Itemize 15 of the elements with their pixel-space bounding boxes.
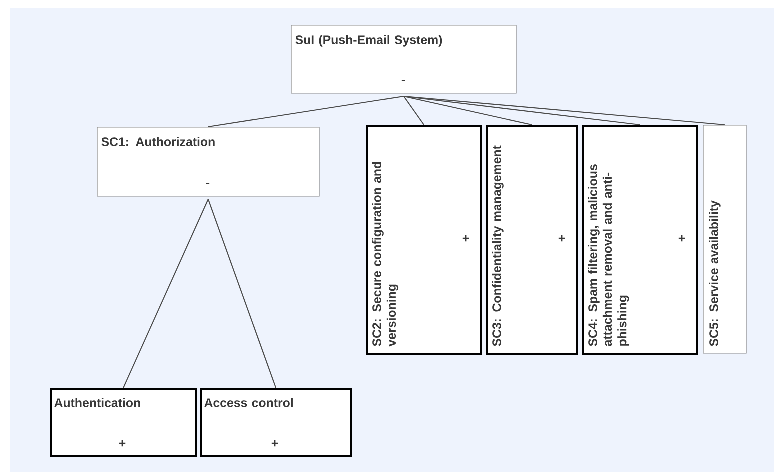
connector-line — [208, 96, 404, 128]
connector-line — [208, 199, 277, 388]
connector-line — [404, 96, 532, 126]
connector-line — [123, 199, 209, 388]
feature-box: Authentication + — [50, 388, 198, 458]
feature-box: SC3: Confidentiality management + — [486, 125, 578, 356]
connector-line — [404, 96, 640, 126]
connector-line — [404, 96, 725, 126]
feature-box: SC1: Authorization - — [97, 127, 320, 197]
feature-box: SC4: Spam filtering, malicious attachment removal and anti-phishing + — [582, 125, 698, 356]
feature-box: SuI (Push-Email System) - — [291, 25, 517, 94]
feature-box: Access control + — [200, 388, 352, 458]
feature-box: SC5: Service availability — [703, 125, 747, 354]
feature-box: SC2: Secure configuration and versioning + — [366, 125, 482, 356]
connector-line — [403, 96, 425, 126]
